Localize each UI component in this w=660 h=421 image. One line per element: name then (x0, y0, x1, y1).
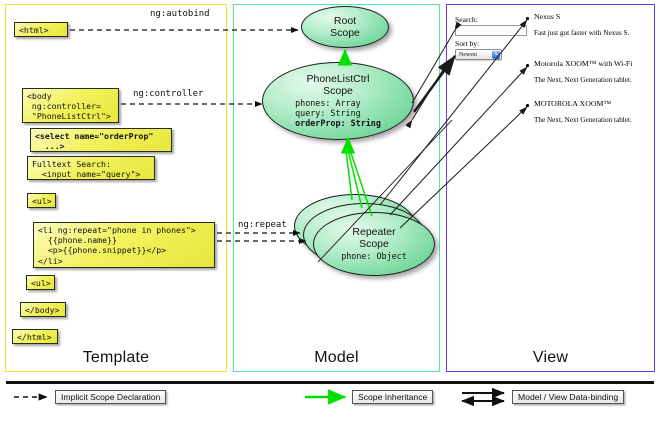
phone-snippet: The Next, Next Generation tablet. (534, 76, 632, 84)
sort-by-select[interactable]: Newest ⇅ (455, 49, 502, 60)
phone-bullet (526, 17, 529, 20)
legend-item-implicit-scope-declaration: Implicit Scope Declaration (55, 390, 167, 404)
scope-repeater-props: phone: Object (341, 251, 407, 262)
legend-item-model-view-data-binding: Model / View Data-binding (512, 390, 625, 404)
scope-phonelistctrl-props: phones: Array query: String orderProp: S… (295, 98, 381, 128)
phone-bullet (526, 64, 529, 67)
code-box-li-repeat: <li ng:repeat="phone in phones"> {{phone… (33, 222, 215, 268)
arrow-label-repeat: ng:repeat (238, 220, 287, 230)
search-input[interactable] (455, 25, 527, 36)
legend-item-scope-inheritance: Scope Inheritance (352, 390, 434, 404)
panel-view-label: View (532, 349, 569, 366)
phone-name: Motorola XOOM™ with Wi-Fi (534, 59, 633, 68)
phone-name: Nexus S (534, 12, 561, 21)
panel-model: Model (233, 4, 440, 372)
legend-divider (6, 381, 654, 384)
phone-name: MOTOROLA XOOM™ (534, 99, 612, 108)
code-box-html-open: <html> (14, 22, 68, 37)
code-box-ul-open: <ul> (27, 193, 56, 208)
phone-bullet (526, 104, 529, 107)
prop-phones: phones: Array (295, 98, 361, 109)
code-box-body-close: </body> (20, 302, 66, 317)
panel-model-label: Model (314, 349, 359, 366)
prop-orderprop: orderProp: String (295, 117, 381, 128)
arrow-label-controller: ng:controller (133, 89, 204, 99)
phone-snippet: Fast just got faster with Nexus S. (534, 29, 630, 37)
prop-phone: phone: Object (341, 251, 407, 262)
view-search-label: Search: (455, 15, 478, 24)
phone-snippet: The Next, Next Generation tablet. (534, 116, 632, 124)
code-box-select: <select name="orderProp" ...> (30, 128, 172, 152)
chevron-updown-icon: ⇅ (492, 51, 500, 59)
code-box-html-close: </html> (12, 329, 58, 344)
view-sort-label: Sort by: (455, 39, 480, 48)
prop-query: query: String (295, 108, 361, 119)
code-box-body-open: <body ng:controller= "PhoneListCtrl"> (22, 88, 119, 123)
arrow-label-autobind: ng:autobind (150, 9, 210, 19)
sort-by-value: Newest (459, 52, 477, 58)
code-box-fulltext: Fulltext Search: <input name="query"> (27, 156, 155, 180)
panel-template-label: Template (82, 349, 150, 366)
code-box-ul-close: <ul> (26, 275, 55, 290)
